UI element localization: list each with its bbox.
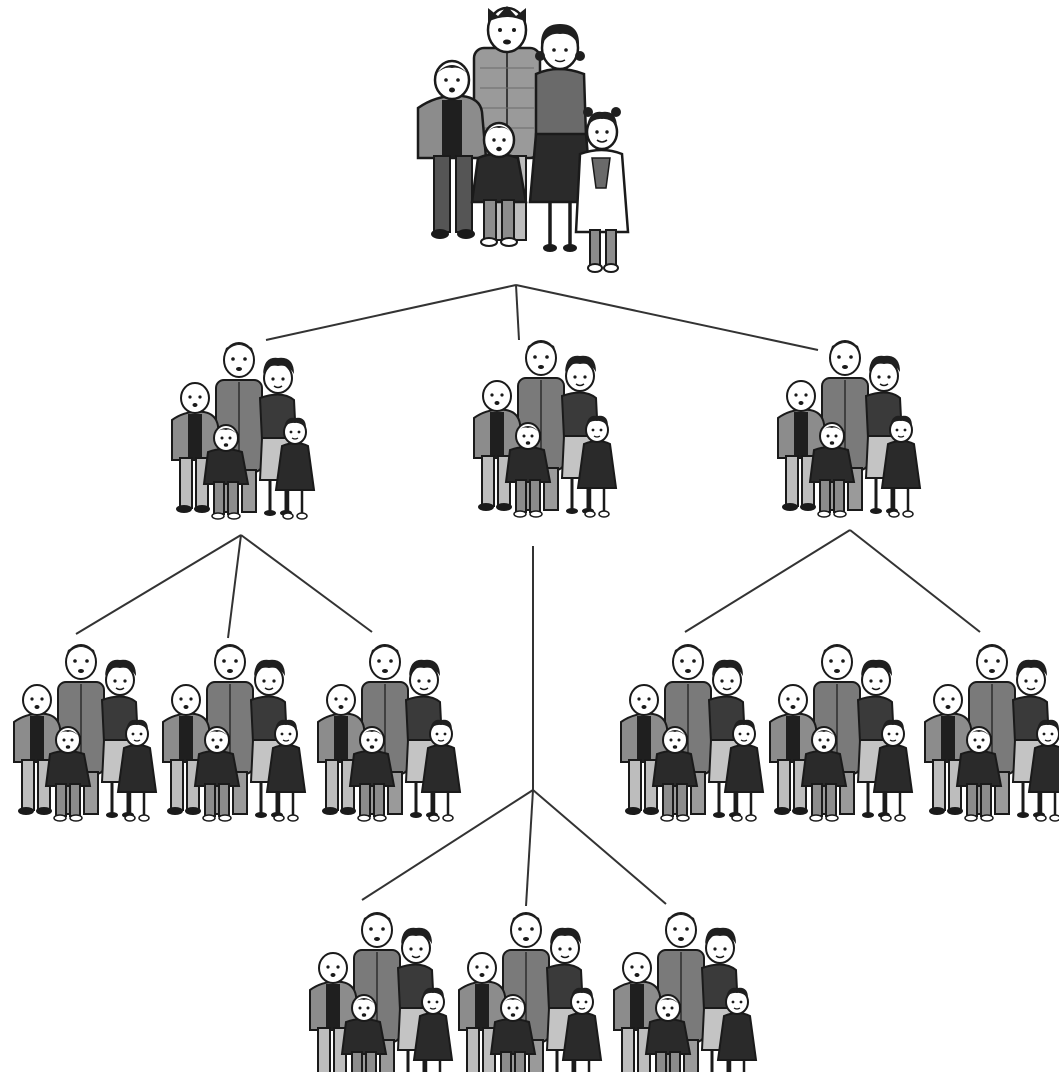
family-gen3-center-3 [612,911,758,1072]
family-gen3-right-3 [923,643,1059,823]
connector-line [849,529,981,633]
family-gen3-center-2 [457,911,603,1072]
family-gen2-center [472,339,618,519]
family-group-icon [416,4,630,274]
family-group-icon [12,643,158,823]
family-gen3-left-1 [12,643,158,823]
family-group-icon [161,643,307,823]
root-family [416,4,630,274]
family-gen3-center-1 [308,911,454,1072]
connector-line [515,284,520,341]
connector-lines [75,284,981,907]
connector-line [75,534,242,635]
family-group-icon [472,339,618,519]
connector-line [515,284,819,351]
family-gen3-right-2 [768,643,914,823]
connector-line [532,789,667,905]
connector-line [240,534,373,633]
family-group-icon [923,643,1059,823]
family-group-icon [308,911,454,1072]
family-group-icon [776,339,922,519]
family-group-icon [619,643,765,823]
family-group-icon [612,911,758,1072]
family-gen3-right-1 [619,643,765,823]
family-group-icon [768,643,914,823]
family-gen2-right [776,339,922,519]
connector-line [361,789,534,901]
family-group-icon [316,643,462,823]
connector-line [525,789,534,907]
connector-line [684,529,851,633]
family-gen3-left-2 [161,643,307,823]
connector-line [265,284,517,341]
family-gen3-left-3 [316,643,462,823]
family-gen2-left [170,341,316,521]
family-group-icon [457,911,603,1072]
connector-line [227,534,242,639]
family-group-icon [170,341,316,521]
